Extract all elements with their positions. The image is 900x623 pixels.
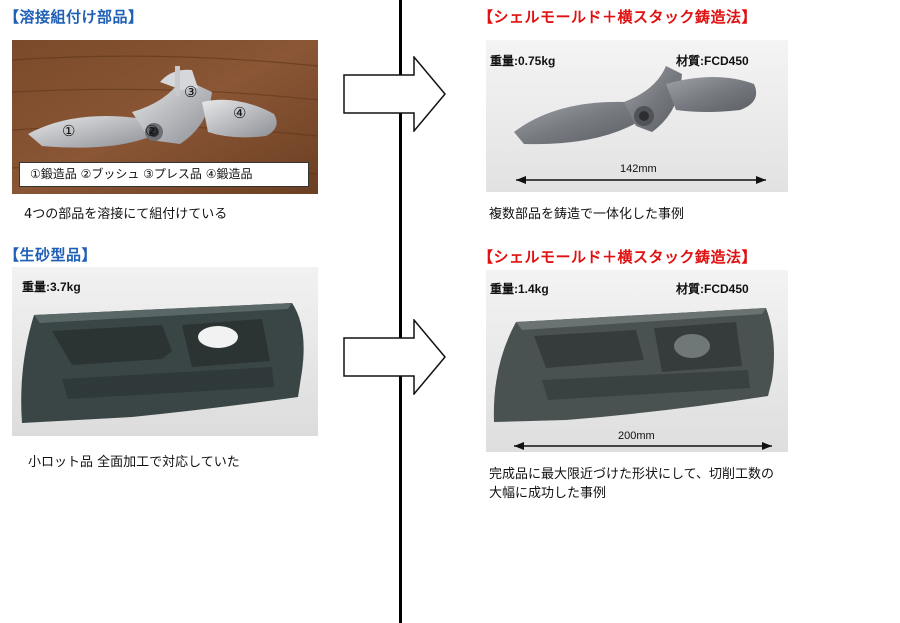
right-arrow-icon — [343, 56, 446, 132]
welded-assembly-caption: 4つの部品を溶接にて組付けている — [24, 207, 228, 222]
shell-mold-2-weight: 重量:1.4kg — [490, 282, 549, 296]
shell-mold-2-material: 材質:FCD450 — [676, 282, 749, 296]
green-sand-caption: 小ロット品 全面加工で対応していた — [28, 455, 240, 470]
shell-mold-2-dimension: 200mm — [618, 430, 655, 442]
green-sand-heading: 【生砂型品】 — [4, 246, 98, 264]
shell-mold-heading-2: 【シェルモールド＋横スタック鋳造法】 — [478, 248, 758, 266]
shell-mold-1-caption: 複数部品を鋳造で一体化した事例 — [489, 207, 685, 222]
green-sand-photo: 重量:3.7kg — [12, 267, 318, 436]
shell-mold-heading-1: 【シェルモールド＋横スタック鋳造法】 — [478, 8, 758, 26]
shell-mold-2-caption-line1: 完成品に最大限近づけた形状にして、切削工数の — [489, 467, 774, 482]
shell-mold-photo-1: 重量:0.75kg 材質:FCD450 142mm — [486, 40, 788, 192]
shell-mold-2-caption-line2: 大幅に成功した事例 — [489, 486, 607, 501]
callout-4: ④ — [233, 105, 247, 122]
center-divider — [399, 0, 402, 623]
parts-legend: ①鍛造品 ②ブッシュ ③プレス品 ④鍛造品 — [19, 162, 309, 187]
green-sand-weight: 重量:3.7kg — [22, 280, 81, 294]
callout-3: ③ — [184, 84, 198, 101]
callout-1: ① — [62, 123, 76, 140]
shell-mold-1-material: 材質:FCD450 — [676, 54, 749, 68]
shell-mold-photo-2: 重量:1.4kg 材質:FCD450 200mm — [486, 270, 788, 452]
shell-mold-1-dimension: 142mm — [620, 163, 657, 175]
callout-2: ② — [145, 123, 159, 140]
right-arrow-icon — [343, 319, 446, 395]
shell-mold-1-weight: 重量:0.75kg — [490, 54, 556, 68]
welded-assembly-heading: 【溶接組付け部品】 — [4, 8, 144, 26]
